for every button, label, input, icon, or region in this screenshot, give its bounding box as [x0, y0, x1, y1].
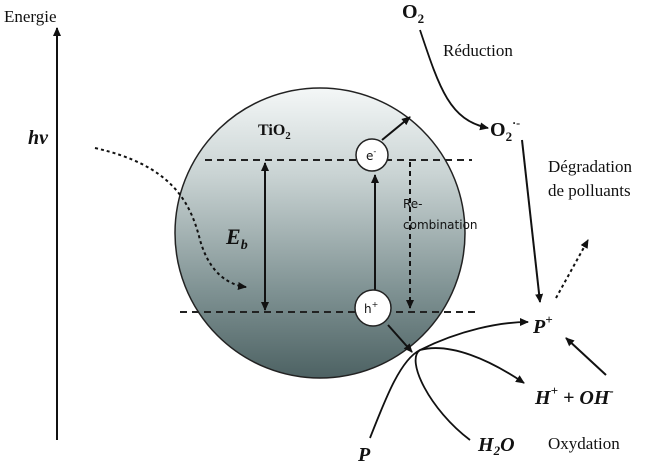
- superoxide-label: O2·-: [490, 116, 520, 144]
- photon-arrow: [94, 147, 247, 290]
- degradation-label-1: Dégradation: [548, 157, 633, 176]
- superoxide-arrow: [521, 139, 544, 303]
- energy-label: Energie: [4, 7, 57, 26]
- oxygen-reduction-arrow: [419, 29, 489, 131]
- photon-label: hv: [28, 127, 49, 149]
- oxygen-label: O2: [402, 1, 424, 26]
- tio2-label: TiO2: [258, 122, 291, 142]
- hydroxyl-arrow: [565, 337, 607, 376]
- reduction-label: Réduction: [443, 41, 513, 60]
- water-oxidation-curve: [414, 347, 525, 441]
- hole-label: h+: [364, 300, 378, 316]
- water-label: H2O: [477, 434, 515, 458]
- recombination-label-2: combination: [403, 218, 478, 232]
- hole-circle: [354, 289, 392, 327]
- electron-label: e-: [366, 147, 376, 163]
- products-label: H+ + OH-: [534, 383, 614, 409]
- oxidation-label: Oxydation: [548, 434, 620, 453]
- electron-circle: [355, 138, 389, 172]
- degradation-arrow: [555, 239, 589, 299]
- recombination-label-1: Re-: [403, 197, 423, 211]
- pollutant-cation-label: P+: [532, 312, 553, 338]
- degradation-label-2: de polluants: [548, 181, 631, 200]
- band-gap-label: Eb: [225, 224, 248, 253]
- electron-transfer-arrow: [381, 116, 411, 141]
- hole-transfer-arrow: [387, 324, 413, 353]
- tio2-particle: [174, 87, 466, 379]
- pollutant-label: P: [357, 444, 371, 463]
